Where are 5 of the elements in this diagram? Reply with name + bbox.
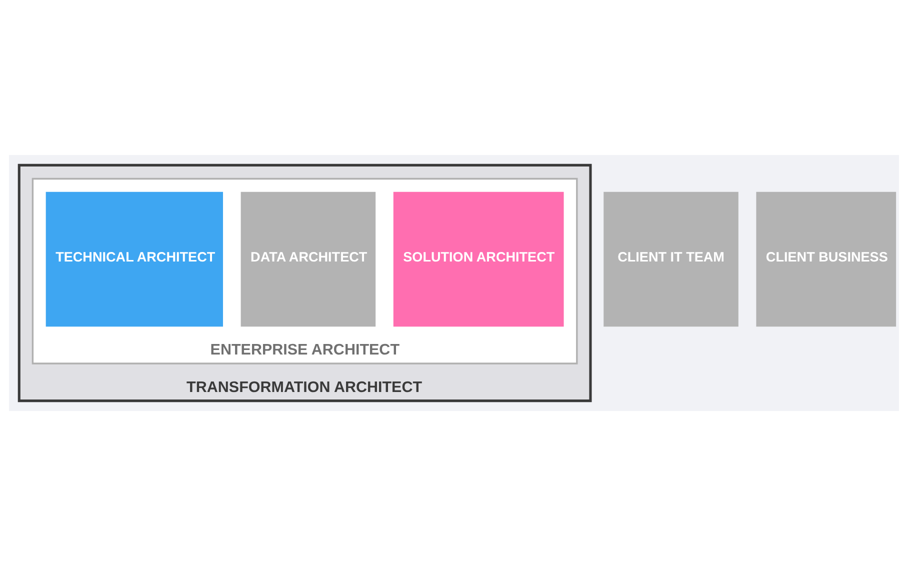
node-box: CLIENT IT TEAM xyxy=(604,192,738,327)
node-box: SOLUTION ARCHITECT xyxy=(393,192,564,327)
node-box: DATA ARCHITECT xyxy=(240,192,376,327)
node-box: TECHNICAL ARCHITECT xyxy=(46,192,224,327)
node-box: CLIENT BUSINESS xyxy=(756,192,896,327)
